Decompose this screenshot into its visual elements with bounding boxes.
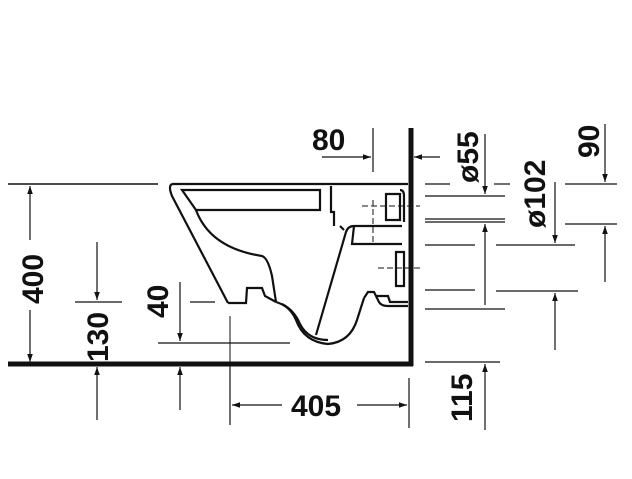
dim-floor-clearance: 115 (425, 361, 500, 430)
centre-lines (229, 200, 420, 364)
label-115: 115 (446, 374, 479, 422)
dim-overall-height: 400 (8, 183, 158, 362)
label-80: 80 (312, 124, 345, 157)
label-inlet-diameter: ø55 (452, 131, 485, 183)
label-405: 405 (291, 390, 341, 423)
label-90: 90 (573, 125, 606, 158)
dim-projection-depth: 405 (229, 364, 410, 428)
floor-and-wall (8, 128, 414, 367)
label-130: 130 (82, 312, 115, 362)
dim-inlet-diameter: ø55 (425, 131, 510, 305)
dim-inlet-height: 90 (565, 124, 617, 282)
label-400: 400 (17, 254, 50, 304)
dim-outlet-height: 130 (75, 242, 122, 420)
label-40: 40 (142, 285, 175, 318)
label-outlet-diameter: ø102 (519, 160, 552, 228)
dim-outlet-diameter: ø102 (425, 160, 578, 350)
dim-wall-offset: 80 (312, 124, 440, 172)
dim-outlet-offset: 40 (142, 282, 290, 410)
toilet-bowl-outline (168, 182, 408, 346)
